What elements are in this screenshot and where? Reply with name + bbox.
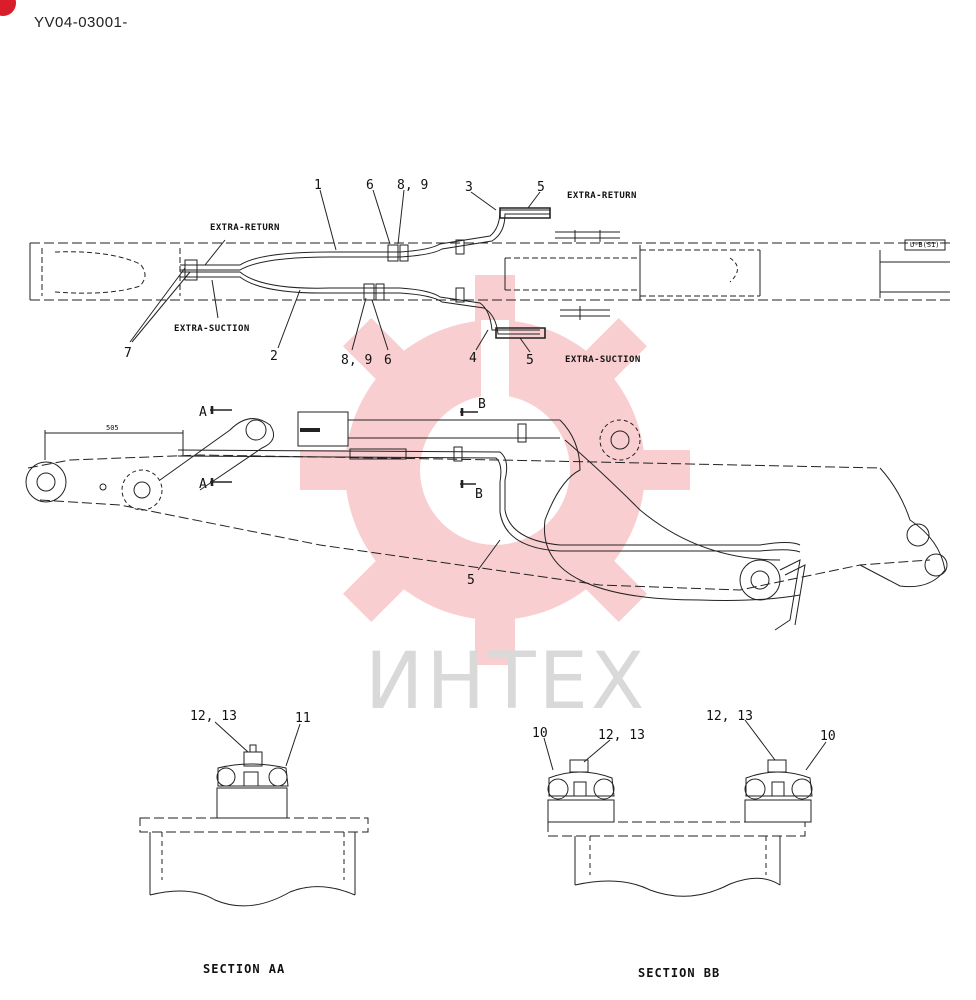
section-aa-title: SECTION AA	[203, 962, 285, 976]
label-part-4: 4	[469, 351, 477, 366]
label-part-5-side: 5	[467, 573, 475, 588]
section-aa-label-clamp: 11	[295, 711, 311, 726]
label-part-3: 3	[465, 180, 473, 195]
side-view-labels: A A B B 505 5	[106, 397, 486, 588]
section-b-arrow-top: B	[478, 397, 486, 412]
section-bb-label-right-bolt: 12, 13	[706, 709, 753, 724]
section-a-arrow-top: A	[199, 405, 207, 420]
section-bb-label-right-clamp: 10	[820, 729, 836, 744]
section-bb-label-left-clamp: 10	[532, 726, 548, 741]
section-bb-drawing	[543, 719, 827, 897]
caption-extra-suction-left: EXTRA-SUCTION	[174, 324, 250, 334]
label-part-2: 2	[270, 349, 278, 364]
caption-extra-return-right: EXTRA-RETURN	[567, 191, 637, 201]
section-b-arrow-bottom: B	[475, 487, 483, 502]
dimension-505: 505	[106, 424, 119, 432]
label-part-8-9-top: 8, 9	[397, 178, 428, 193]
caption-extra-suction-right: EXTRA-SUCTION	[565, 355, 641, 365]
label-part-5-return: 5	[537, 180, 545, 195]
section-aa-labels: 12, 13 11 SECTION AA	[190, 709, 311, 976]
section-aa-label-bolt: 12, 13	[190, 709, 237, 724]
label-part-6-top: 6	[366, 178, 374, 193]
label-part-8-9-bottom: 8, 9	[341, 353, 372, 368]
boom-top-view	[29, 189, 950, 353]
caption-extra-return-left: EXTRA-RETURN	[210, 223, 280, 233]
section-aa-drawing	[139, 721, 369, 907]
corner-marker	[0, 0, 16, 16]
section-a-arrow-bottom: A	[199, 477, 207, 492]
document-code: YV04-03001-	[34, 14, 128, 31]
section-bb-labels: 10 12, 13 12, 13 10 SECTION BB	[532, 709, 836, 980]
top-view-labels: 1 6 8, 9 3 5 2 8, 9 6 4 5 7 EXTRA-RETURN…	[124, 178, 940, 368]
section-bb-label-left-bolt: 12, 13	[598, 728, 645, 743]
boom-side-view	[25, 406, 948, 631]
section-bb-title: SECTION BB	[638, 966, 720, 980]
boom-end-tag: U-B(S1)	[910, 241, 940, 249]
label-part-6-bottom: 6	[384, 353, 392, 368]
label-part-1: 1	[314, 178, 322, 193]
label-part-7: 7	[124, 346, 132, 361]
watermark-text: ИНТЕХ	[365, 637, 647, 727]
label-part-5-suction: 5	[526, 353, 534, 368]
